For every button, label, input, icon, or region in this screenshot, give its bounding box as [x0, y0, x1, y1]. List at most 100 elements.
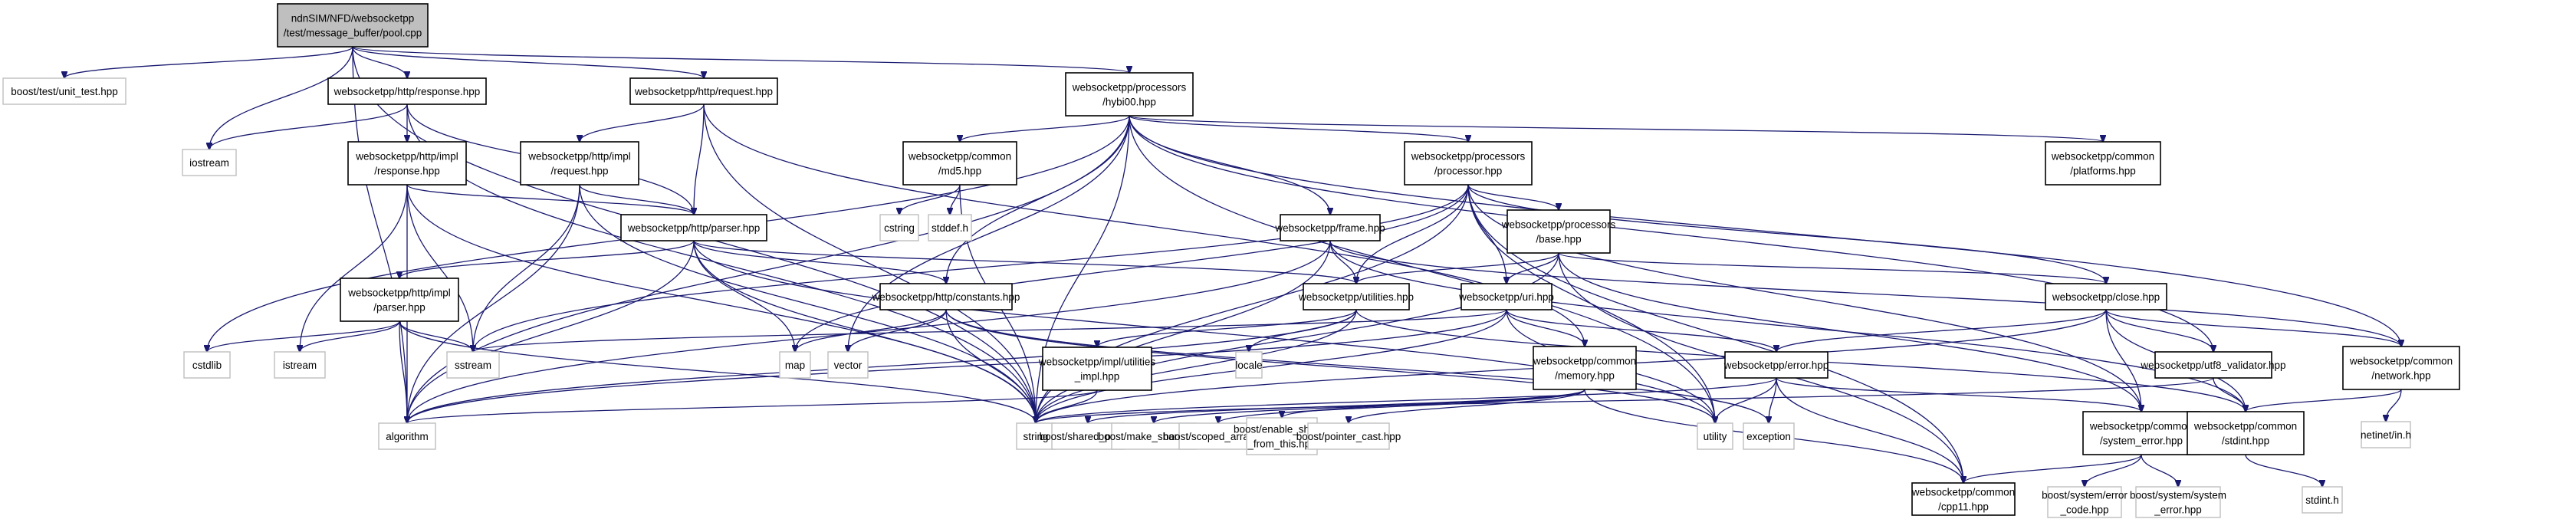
edge-processor-to-cpp11 — [1467, 184, 1963, 483]
node-label: websocketpp/common — [2193, 421, 2297, 432]
edge-frame-to-algorithm — [407, 240, 1331, 423]
node-box — [879, 214, 919, 241]
node-pointer-cast: boost/pointer_cast.hpp — [1296, 422, 1401, 450]
node-label: websocketpp/processors — [1072, 82, 1187, 94]
node-label: boost/pointer_cast.hpp — [1296, 431, 1401, 442]
node-string: string — [1016, 422, 1056, 450]
node-impl-parser[interactable]: websocketpp/http/impl/parser.hpp — [340, 278, 459, 322]
edge-root-to-http_response — [352, 46, 407, 78]
node-close[interactable]: websocketpp/close.hpp — [2045, 283, 2167, 310]
edge-http_request-to-impl_request — [580, 103, 705, 142]
node-box — [1042, 347, 1152, 391]
node-label: /platforms.hpp — [2070, 166, 2136, 177]
node-label: _from_this.hpp — [1247, 439, 1316, 450]
node-base[interactable]: websocketpp/processors/base.hpp — [1501, 209, 1616, 254]
node-box — [327, 77, 487, 105]
node-box — [183, 351, 231, 379]
edge-utilities-to-algorithm — [407, 309, 1357, 423]
node-impl-response[interactable]: websocketpp/http/impl/response.hpp — [347, 141, 467, 186]
node-box — [446, 351, 500, 379]
edge-hybi00-to-http_constants — [946, 115, 1130, 284]
edge-http_response-to-iostream — [209, 103, 408, 149]
node-label: websocketpp/uri.hpp — [1458, 291, 1554, 303]
node-label: /base.hpp — [1536, 234, 1581, 245]
node-box — [1533, 346, 1637, 390]
node-label: netinet/in.h — [2361, 429, 2411, 441]
node-label: map — [785, 360, 805, 371]
node-error[interactable]: websocketpp/error.hpp — [1723, 351, 1829, 379]
node-label: cstdlib — [192, 360, 222, 371]
edge-network-to-netinet — [2386, 389, 2402, 422]
node-processor[interactable]: websocketpp/processors/processor.hpp — [1404, 141, 1533, 186]
node-stdint-h: stdint.h — [2302, 486, 2343, 514]
node-box — [1016, 422, 1056, 450]
node-label: websocketpp/impl/utilities — [1038, 356, 1156, 368]
node-label: /test/message_buffer/pool.cpp — [284, 28, 422, 39]
edge-processor-to-map — [795, 184, 1469, 352]
node-exception: exception — [1743, 422, 1795, 450]
node-http-parser[interactable]: websocketpp/http/parser.hpp — [620, 214, 767, 241]
node-label: boost/system/system — [2130, 490, 2226, 501]
node-root[interactable]: ndnSIM/NFD/websocketpp/test/message_buff… — [277, 3, 429, 48]
node-platforms[interactable]: websocketpp/common/platforms.hpp — [2045, 141, 2161, 186]
node-label: iostream — [189, 157, 229, 169]
node-http-request[interactable]: websocketpp/http/request.hpp — [629, 77, 778, 105]
node-cstring: cstring — [879, 214, 919, 241]
node-label: ndnSIM/NFD/websocketpp — [291, 13, 415, 25]
node-netinet: netinet/in.h — [2361, 421, 2411, 448]
edge-network-to-stdint_hpp — [2246, 389, 2402, 412]
node-http-constants[interactable]: websocketpp/http/constants.hpp — [872, 283, 1020, 310]
node-md5[interactable]: websocketpp/common/md5.hpp — [902, 141, 1017, 186]
node-box — [2135, 486, 2221, 518]
node-box — [2154, 351, 2272, 379]
node-memory[interactable]: websocketpp/common/memory.hpp — [1533, 346, 1637, 390]
node-box — [1307, 422, 1390, 450]
node-hybi00[interactable]: websocketpp/processors/hybi00.hpp — [1065, 72, 1194, 117]
node-label: websocketpp/common — [1533, 356, 1636, 367]
node-box — [779, 351, 811, 379]
node-box — [1178, 422, 1258, 450]
node-box — [2187, 411, 2305, 455]
node-label: _impl.hpp — [1074, 371, 1120, 383]
node-label: websocketpp/http/constants.hpp — [872, 291, 1020, 303]
edge-utilities_impl-to-algorithm — [407, 389, 1098, 423]
node-label: /request.hpp — [550, 166, 608, 177]
edge-processor-to-utilities — [1356, 184, 1469, 284]
node-label: /parser.hpp — [373, 302, 426, 314]
node-frame[interactable]: websocketpp/frame.hpp — [1274, 214, 1385, 241]
edge-utilities-to-utilities_impl — [1097, 309, 1357, 347]
edge-utf8_validator-to-stdint_hpp — [2213, 377, 2246, 412]
node-http-response[interactable]: websocketpp/http/response.hpp — [327, 77, 487, 105]
node-network[interactable]: websocketpp/common/network.hpp — [2342, 346, 2460, 390]
node-box — [2342, 346, 2460, 390]
node-label: websocketpp/close.hpp — [2052, 291, 2160, 303]
node-cpp11[interactable]: websocketpp/common/cpp11.hpp — [1911, 482, 2016, 516]
node-box — [1303, 283, 1410, 310]
edge-impl_request-to-http_parser — [579, 184, 694, 215]
edge-root-to-http_request — [352, 46, 704, 78]
edge-http_parser-to-http_constants — [693, 240, 946, 284]
edge-root-to-iostream — [209, 46, 353, 149]
node-utilities-impl[interactable]: websocketpp/impl/utilities _impl.hpp — [1038, 347, 1156, 391]
node-box — [629, 77, 778, 105]
node-impl-request[interactable]: websocketpp/http/impl/request.hpp — [520, 141, 639, 186]
edge-frame-to-network — [1329, 240, 2401, 347]
node-label: /response.hpp — [374, 166, 440, 177]
node-scoped-array: boost/scoped_array.hpp — [1163, 422, 1273, 450]
edge-http_parser-to-impl_parser — [399, 240, 695, 278]
edge-frame-to-stdint_hpp — [1329, 240, 2246, 412]
node-label: websocketpp/processors — [1411, 151, 1526, 163]
node-stdint-hpp[interactable]: websocketpp/common/stdint.hpp — [2187, 411, 2305, 455]
edge-close-to-system_error — [2105, 309, 2141, 412]
node-label: websocketpp/http/response.hpp — [334, 86, 481, 97]
node-label: /system_error.hpp — [2100, 435, 2183, 447]
edge-impl_parser-to-algorithm — [399, 320, 407, 423]
node-system-error[interactable]: websocketpp/common/system_error.hpp — [2082, 411, 2200, 455]
edge-processor-to-sstream — [473, 184, 1469, 352]
node-utf8-validator[interactable]: websocketpp/utf8_validator.hpp — [2140, 351, 2286, 379]
node-uri[interactable]: websocketpp/uri.hpp — [1458, 283, 1554, 310]
edge-stdint_hpp-to-stdint_h — [2245, 454, 2322, 487]
node-utilities[interactable]: websocketpp/utilities.hpp — [1298, 283, 1414, 310]
edge-hybi00-to-frame — [1129, 115, 1330, 215]
node-label: websocketpp/error.hpp — [1723, 360, 1829, 371]
